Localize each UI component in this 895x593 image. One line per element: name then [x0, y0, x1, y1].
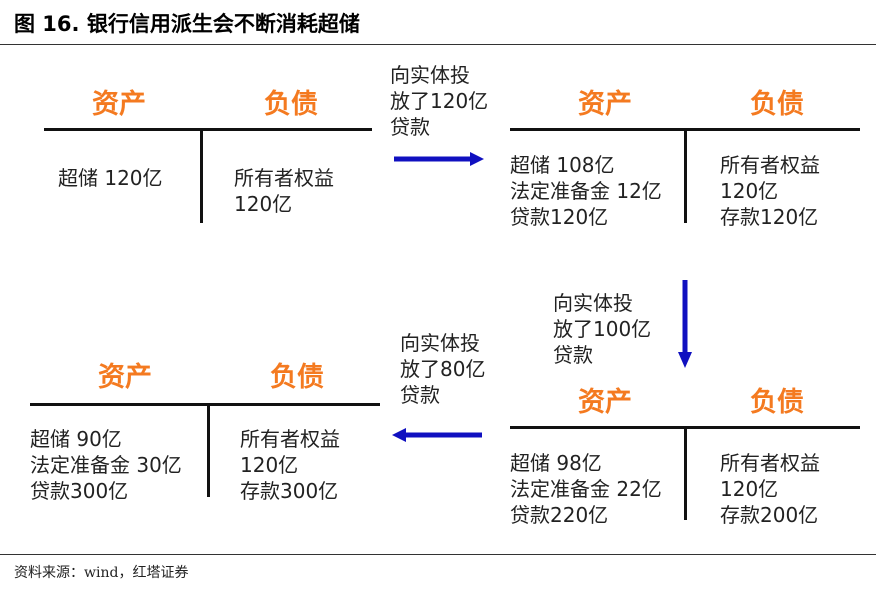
- liability-column: 所有者权益 120亿 存款200亿: [720, 450, 820, 528]
- liability-line: 所有者权益: [720, 153, 820, 177]
- step-line: 向实体投: [400, 331, 480, 355]
- liability-column: 所有者权益 120亿 存款120亿: [720, 152, 820, 230]
- source-rule: [0, 554, 876, 555]
- asset-header: 资产: [578, 387, 632, 418]
- liability-line: 120亿: [234, 192, 293, 216]
- asset-line: 法定准备金 12亿: [510, 179, 662, 203]
- asset-line: 贷款220亿: [510, 503, 609, 527]
- left-arrow-icon: [392, 428, 482, 442]
- asset-line: 贷款300亿: [30, 479, 129, 503]
- asset-line: 法定准备金 22亿: [510, 477, 662, 501]
- liability-column: 所有者权益 120亿 存款300亿: [240, 426, 340, 504]
- liability-line: 120亿: [240, 453, 299, 477]
- asset-column: 超储 98亿 法定准备金 22亿 贷款220亿: [510, 450, 662, 528]
- liability-column: 所有者权益 120亿: [234, 165, 334, 217]
- asset-line: 超储 98亿: [510, 451, 602, 475]
- liability-header: 负债: [750, 387, 804, 418]
- asset-line: 超储 120亿: [58, 166, 163, 190]
- t-account-vline: [684, 426, 687, 520]
- asset-column: 超储 108亿 法定准备金 12亿 贷款120亿: [510, 152, 662, 230]
- step-line: 贷款: [553, 343, 593, 367]
- t-account-vline: [207, 403, 210, 497]
- asset-header: 资产: [578, 89, 632, 120]
- asset-line: 法定准备金 30亿: [30, 453, 182, 477]
- step-line: 贷款: [390, 115, 430, 139]
- liability-line: 120亿: [720, 477, 779, 501]
- asset-line: 贷款120亿: [510, 205, 609, 229]
- liability-header: 负债: [264, 89, 318, 120]
- step-line: 放了100亿: [553, 317, 652, 341]
- asset-column: 超储 90亿 法定准备金 30亿 贷款300亿: [30, 426, 182, 504]
- step-line: 贷款: [400, 383, 440, 407]
- down-arrow-icon: [678, 280, 692, 368]
- step-line: 向实体投: [553, 291, 633, 315]
- asset-line: 超储 90亿: [30, 427, 122, 451]
- t-account-vline: [684, 128, 687, 223]
- liability-line: 存款120亿: [720, 205, 819, 229]
- figure-title: 图 16. 银行信用派生会不断消耗超储: [14, 12, 360, 36]
- step-line: 放了80亿: [400, 357, 486, 381]
- asset-column: 超储 120亿: [58, 165, 163, 191]
- t-account-hline: [30, 403, 380, 406]
- liability-line: 存款300亿: [240, 479, 339, 503]
- right-arrow-icon: [394, 152, 484, 166]
- step-line: 向实体投: [390, 63, 470, 87]
- step-2-label: 向实体投 放了100亿 贷款: [553, 290, 651, 368]
- asset-header: 资产: [98, 362, 152, 393]
- title-rule: [0, 44, 876, 45]
- liability-line: 120亿: [720, 179, 779, 203]
- liability-header: 负债: [270, 362, 324, 393]
- t-account-hline: [44, 128, 372, 131]
- source-note: 资料来源：wind，红塔证券: [14, 565, 189, 581]
- liability-header: 负债: [750, 89, 804, 120]
- step-1-label: 向实体投 放了120亿 贷款: [390, 62, 488, 140]
- asset-line: 超储 108亿: [510, 153, 615, 177]
- liability-line: 所有者权益: [240, 427, 340, 451]
- step-line: 放了120亿: [390, 89, 489, 113]
- liability-line: 存款200亿: [720, 503, 819, 527]
- asset-header: 资产: [92, 89, 146, 120]
- step-3-label: 向实体投 放了80亿 贷款: [400, 330, 485, 408]
- liability-line: 所有者权益: [720, 451, 820, 475]
- t-account-vline: [200, 128, 203, 223]
- liability-line: 所有者权益: [234, 166, 334, 190]
